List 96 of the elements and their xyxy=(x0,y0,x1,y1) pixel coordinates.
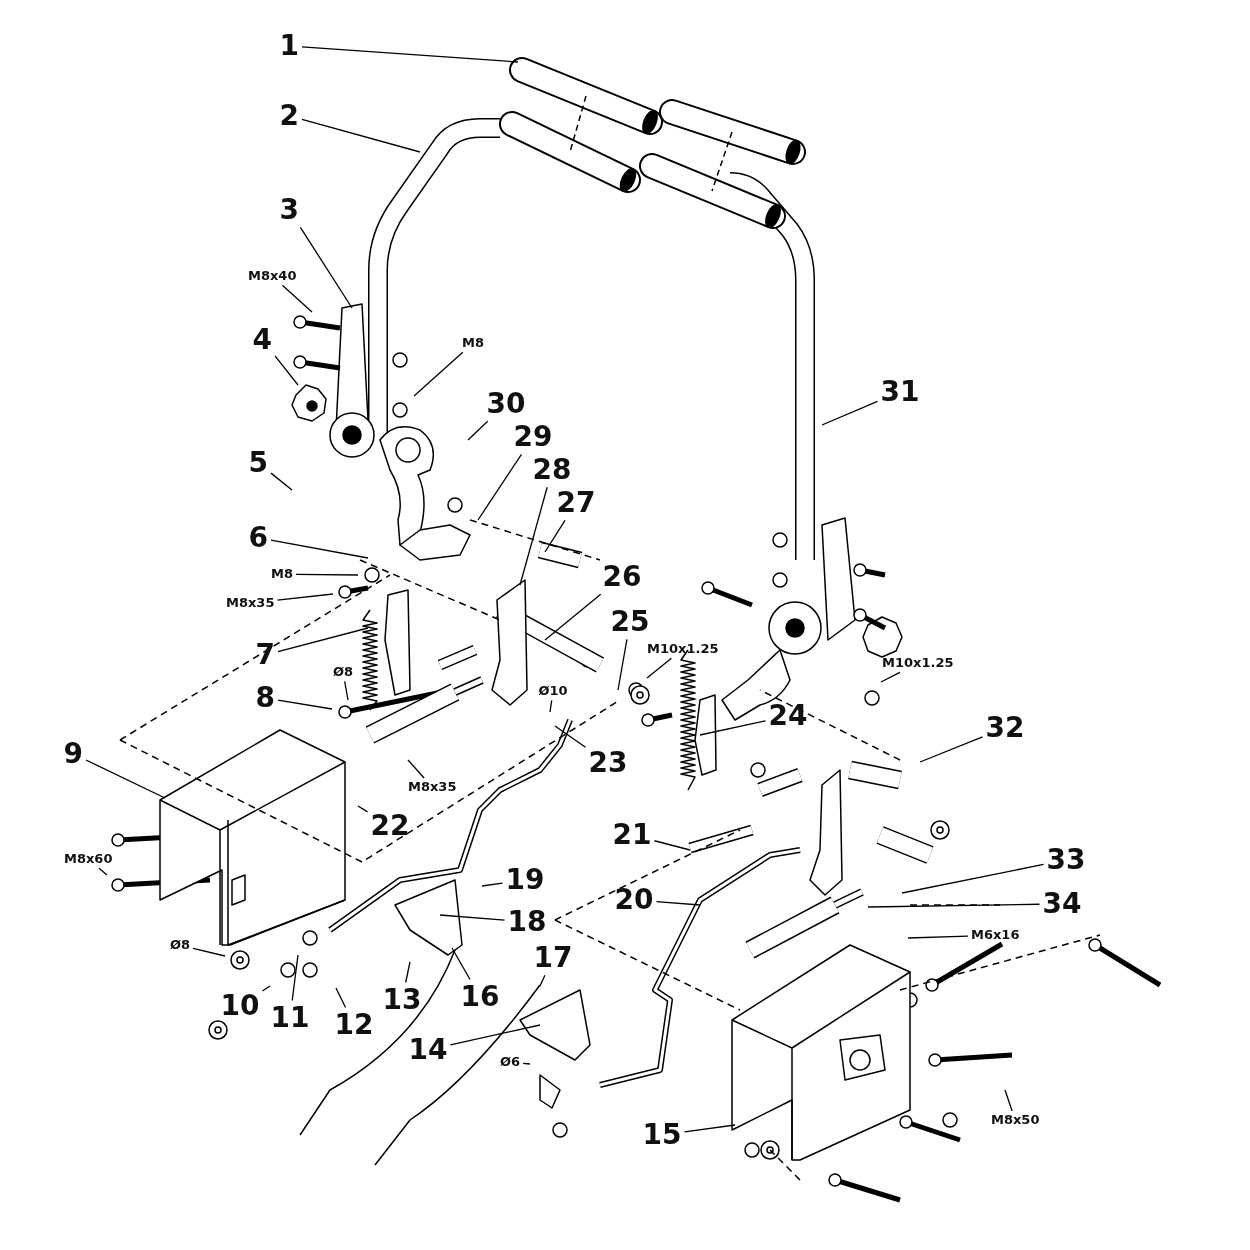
callout-number: 27 xyxy=(556,487,596,519)
leader-line xyxy=(261,985,271,992)
leader-line xyxy=(901,863,1045,894)
leader-line xyxy=(699,720,767,736)
leader-line xyxy=(617,638,628,691)
part-size-label: M6x16 xyxy=(971,928,1020,943)
leader-line xyxy=(344,680,349,701)
leader-line xyxy=(270,472,293,491)
leader-line xyxy=(451,947,471,981)
leader-line xyxy=(821,400,879,426)
leader-line xyxy=(544,593,602,641)
leader-line xyxy=(407,759,425,779)
leader-line xyxy=(276,593,334,601)
callout-number: 18 xyxy=(507,906,547,938)
part-size-label: M8x40 xyxy=(248,269,297,284)
callout-number: 24 xyxy=(768,700,808,732)
leader-line xyxy=(295,573,359,576)
callout-number: 13 xyxy=(382,984,422,1016)
leader-line xyxy=(405,961,411,984)
leader-line xyxy=(98,867,108,876)
leader-line xyxy=(544,519,566,553)
leader-line xyxy=(1004,1089,1013,1112)
callout-number: 4 xyxy=(252,324,272,356)
leader-line xyxy=(301,118,421,153)
leader-line xyxy=(299,226,353,309)
callout-number: 25 xyxy=(610,606,650,638)
leader-line xyxy=(646,657,673,679)
leader-line xyxy=(655,901,701,906)
part-size-label: Ø10 xyxy=(538,684,568,699)
callout-number: 6 xyxy=(248,522,268,554)
part-size-label: Ø8 xyxy=(170,938,191,953)
callout-number: 10 xyxy=(220,990,260,1022)
leader-line xyxy=(653,840,691,851)
leader-line xyxy=(270,539,369,559)
callout-number: 11 xyxy=(270,1002,310,1034)
leader-line xyxy=(413,351,464,397)
callout-number: 1 xyxy=(279,30,299,62)
leader-line xyxy=(867,903,1041,908)
part-size-label: M8x60 xyxy=(64,852,113,867)
callout-number: 30 xyxy=(486,388,526,420)
leader-line xyxy=(335,987,347,1009)
callout-number: 19 xyxy=(505,864,545,896)
leader-line xyxy=(477,453,523,521)
leader-line xyxy=(907,935,969,939)
callout-number: 3 xyxy=(279,194,299,226)
callout-number: 22 xyxy=(370,810,410,842)
leader-line xyxy=(301,46,519,63)
part-size-label: M8 xyxy=(271,567,293,582)
callout-number: 33 xyxy=(1046,844,1086,876)
callout-number: 34 xyxy=(1042,888,1082,920)
callout-number: 12 xyxy=(334,1009,374,1041)
callout-number: 20 xyxy=(614,884,654,916)
part-size-label: M8x50 xyxy=(991,1113,1040,1128)
callout-number: 29 xyxy=(513,421,553,453)
part-size-label: M8x35 xyxy=(408,780,457,795)
leader-line xyxy=(439,914,506,921)
leader-line xyxy=(449,1024,541,1046)
leader-line xyxy=(549,699,553,713)
leader-line xyxy=(554,725,587,748)
callout-number: 14 xyxy=(408,1034,448,1066)
callout-number: 9 xyxy=(63,738,83,770)
leader-line xyxy=(277,627,369,653)
leader-line xyxy=(274,355,299,386)
part-size-label: M10x1.25 xyxy=(647,642,719,657)
part-size-label: Ø8 xyxy=(333,665,354,680)
callout-number: 28 xyxy=(532,454,572,486)
callout-number: 31 xyxy=(880,376,920,408)
leader-line xyxy=(519,486,548,586)
leader-line xyxy=(281,284,313,313)
leader-line xyxy=(357,805,369,813)
leader-line xyxy=(85,759,166,799)
leader-line xyxy=(880,671,901,683)
callout-number: 16 xyxy=(460,981,500,1013)
leader-line xyxy=(481,882,504,887)
callout-number: 32 xyxy=(985,712,1025,744)
leader-line xyxy=(467,420,489,441)
callout-number: 8 xyxy=(255,682,275,714)
part-size-label: M8x35 xyxy=(226,596,275,611)
callout-number: 17 xyxy=(533,942,573,974)
callout-number: 15 xyxy=(642,1119,682,1151)
callout-number: 5 xyxy=(248,447,268,479)
leader-line xyxy=(539,974,546,987)
callout-number: 2 xyxy=(279,100,299,132)
leader-line xyxy=(919,736,984,763)
leader-line xyxy=(683,1124,736,1133)
callout-number: 21 xyxy=(612,819,652,851)
leader-line xyxy=(277,699,333,710)
part-size-label: M10x1.25 xyxy=(882,656,954,671)
callout-number: 23 xyxy=(588,747,628,779)
callout-number: 26 xyxy=(602,561,642,593)
part-size-label: Ø6 xyxy=(500,1055,521,1070)
leader-line xyxy=(192,947,226,957)
callout-number: 7 xyxy=(255,639,275,671)
leader-line xyxy=(522,1062,531,1065)
part-size-label: M8 xyxy=(462,336,484,351)
leader-line xyxy=(291,954,299,1002)
